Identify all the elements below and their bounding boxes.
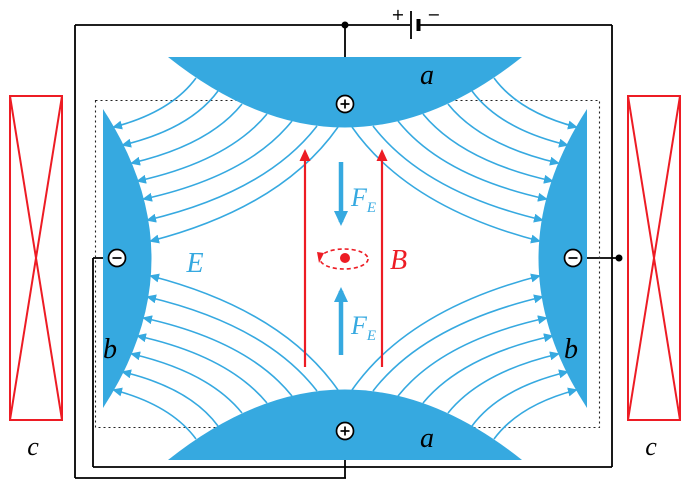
e-field-line [136, 113, 268, 184]
battery-plus-label: + [391, 5, 404, 24]
e-field-lines [112, 77, 576, 439]
polarity-symbols [107, 94, 583, 441]
coil-box [9, 95, 63, 421]
label-force-bottom-main: F [350, 311, 368, 340]
label-magnetic-field: B [390, 245, 407, 276]
label-coil-right: c [645, 432, 657, 461]
label-electrode-bottom: a [420, 423, 434, 454]
particle-orbit [317, 248, 369, 270]
orbit-path [319, 248, 369, 270]
label-force-bottom-sub: E [366, 328, 376, 344]
coil-cross-stroke [627, 95, 681, 421]
e-field-line [142, 120, 293, 202]
label-ring-right: b [564, 334, 578, 365]
coil-right [627, 95, 681, 421]
cap-electrode-top [168, 57, 522, 128]
positive-terminal-icon [335, 421, 355, 441]
label-force-top-sub: E [366, 200, 376, 216]
label-electrode-top: a [420, 60, 434, 91]
label-coil-left: c [27, 432, 39, 461]
positive-terminal-icon [335, 94, 355, 114]
e-field-line [121, 90, 219, 148]
coil-cross-stroke [9, 95, 63, 421]
ring-electrode-left [103, 109, 152, 408]
e-field-line [146, 125, 318, 223]
label-electric-field: E [185, 248, 203, 279]
label-force-top-main: F [350, 183, 368, 212]
label-force-bottom: FE [350, 311, 376, 344]
label-ring-left: b [103, 334, 117, 365]
coil-box [627, 95, 681, 421]
junction-dot-right [615, 254, 623, 262]
label-force-top: FE [350, 183, 376, 216]
coil-left [9, 95, 63, 421]
trap-boundary-dashed [94, 99, 601, 429]
junction-dot-top [341, 21, 349, 29]
magnet-coils [9, 95, 681, 421]
e-field-line [130, 103, 243, 166]
ring-electrode-right [538, 109, 587, 408]
e-field-line [112, 77, 197, 130]
negative-terminal-icon [107, 248, 127, 268]
negative-terminal-icon [563, 248, 583, 268]
b-field-lines [299, 149, 388, 367]
e-field-line [149, 126, 339, 244]
circuit-wires [74, 11, 619, 479]
particle-icon [340, 253, 350, 263]
field-lines-top-left [112, 77, 339, 244]
orbit-direction-arrow [317, 252, 324, 263]
diagram-labels: a a b b c c E B FE FE [27, 60, 657, 461]
battery-minus-label: − [427, 5, 440, 24]
